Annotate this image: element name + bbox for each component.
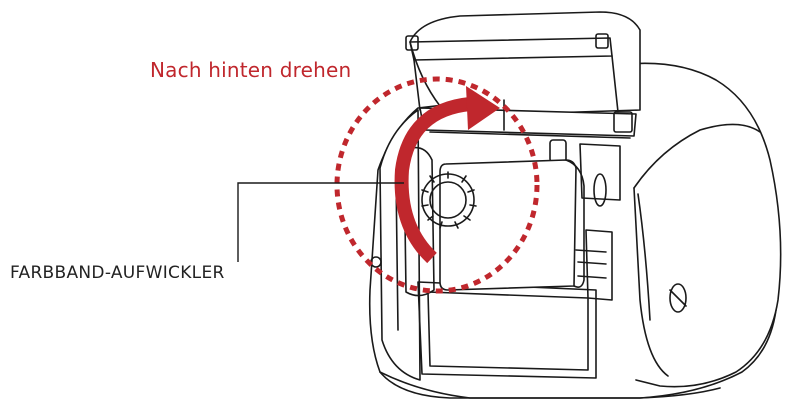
ribbon-roll [439, 159, 577, 291]
sprocket-gear-icon [421, 171, 477, 229]
right-cover [627, 62, 782, 388]
ribbon-rewinder-label: FARBBAND-AUFWICKLER [10, 263, 225, 283]
rotate-arrow-icon [394, 86, 500, 264]
rotate-instruction-text: Nach hinten drehen [150, 58, 352, 82]
opened-lid [409, 11, 641, 117]
label-leader-line [237, 182, 404, 262]
rotation-dotted-circle [334, 76, 540, 294]
